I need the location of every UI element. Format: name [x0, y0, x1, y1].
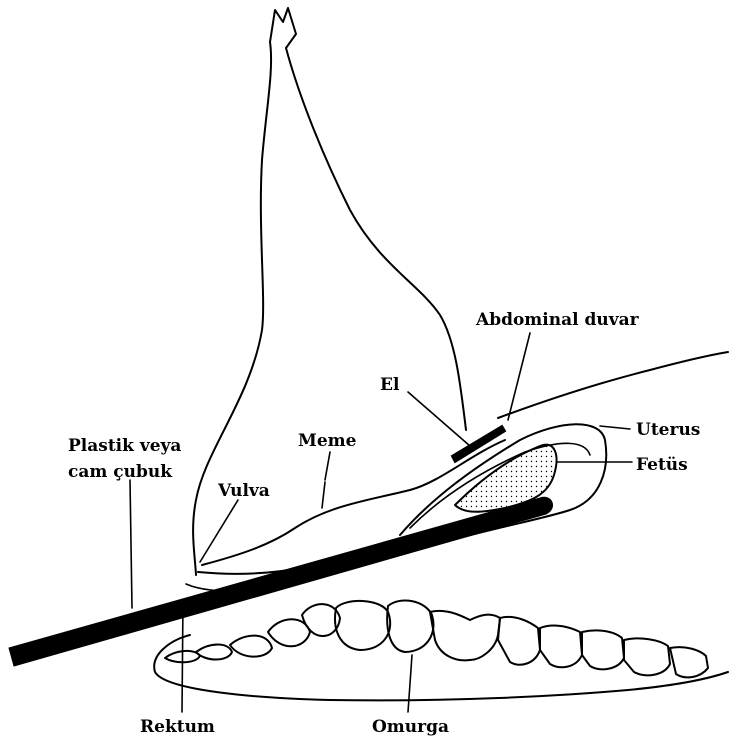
label-abdominal-wall: Abdominal duvar	[475, 310, 640, 330]
leader-hand	[408, 392, 470, 446]
leader-udder	[325, 452, 330, 480]
label-rod-line1: Plastik veya	[68, 436, 181, 456]
back-outline	[498, 352, 728, 418]
label-rod-line2: cam çubuk	[68, 462, 173, 482]
label-rectum: Rektum	[140, 717, 215, 737]
label-udder: Meme	[298, 431, 357, 451]
leader-rod	[130, 480, 132, 608]
leader-rectum	[182, 600, 183, 712]
rod	[9, 497, 553, 666]
label-uterus: Uterus	[636, 420, 700, 440]
abdomen-lower-outline	[154, 635, 728, 700]
label-fetus: Fetüs	[636, 455, 688, 475]
leader-uterus	[600, 426, 630, 429]
leader-vulva	[200, 500, 238, 562]
label-hand: El	[380, 375, 400, 395]
label-spine: Omurga	[372, 717, 449, 737]
label-vulva: Vulva	[217, 481, 270, 501]
udder-teat	[322, 482, 325, 508]
spine-vertebrae	[165, 600, 708, 677]
leader-spine	[408, 655, 412, 712]
hind-leg-outline	[270, 8, 466, 430]
